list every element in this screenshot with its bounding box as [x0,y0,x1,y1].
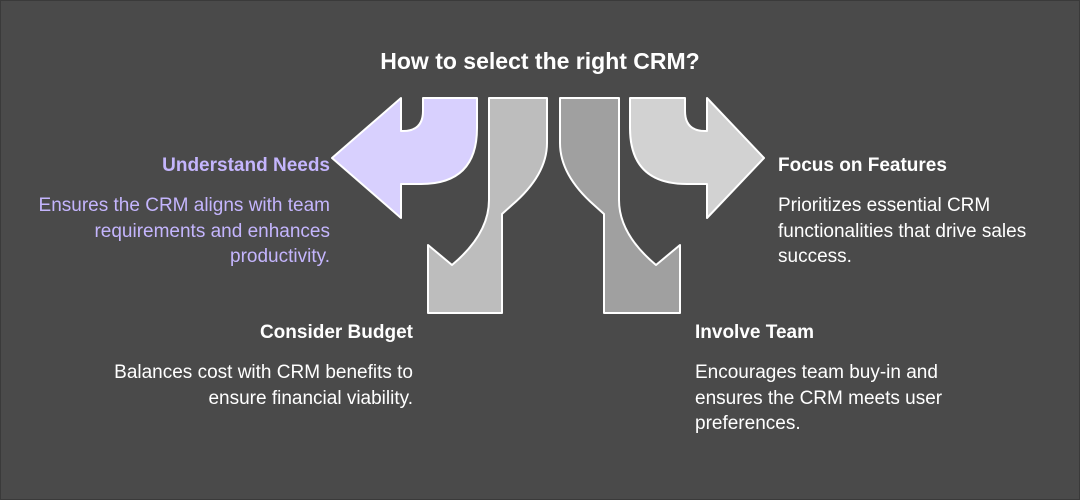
focus-on-features-description: Prioritizes essential CRM functionalitie… [778,195,1027,268]
consider-budget-description: Balances cost with CRM benefits to ensur… [114,362,413,409]
diagram-title: How to select the right CRM? [380,48,700,74]
involve-team-heading: Involve Team [695,322,814,343]
left-turn-arrow [331,97,478,219]
understand-needs-block: Understand Needs Ensures the CRM aligns … [20,155,330,270]
consider-budget-block: Consider Budget Balances cost with CRM b… [100,322,413,411]
focus-on-features-heading: Focus on Features [778,155,947,176]
right-turn-arrow [629,97,765,219]
focus-on-features-block: Focus on Features Prioritizes essential … [778,155,1068,270]
understand-needs-heading: Understand Needs [162,155,330,176]
down-left-arrow [427,97,548,314]
consider-budget-heading: Consider Budget [259,322,413,343]
involve-team-description: Encourages team buy-in and ensures the C… [695,362,943,435]
involve-team-block: Involve Team Encourages team buy-in and … [695,322,1005,437]
understand-needs-description: Ensures the CRM aligns with team require… [38,195,330,268]
down-right-arrow [559,97,681,314]
